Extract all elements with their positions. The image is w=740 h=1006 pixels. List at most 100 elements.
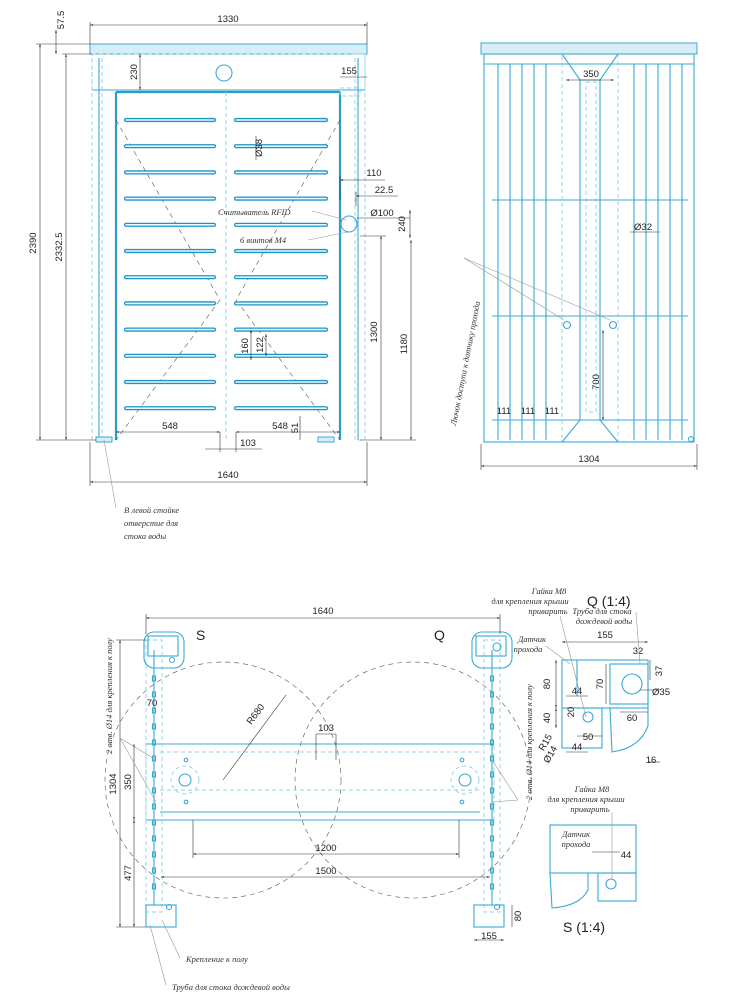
side-dimensions: 350 Ø32 700 111 111 111 1304 (480, 69, 698, 470)
q-drain-hole (621, 673, 643, 695)
dim-r680: R680 (245, 702, 267, 727)
plan-left-post (145, 639, 163, 913)
q-dim-32: 32 (633, 646, 644, 657)
front-view (89, 43, 368, 443)
dim-2332-5: 2332.5 (54, 232, 65, 261)
q-dim-80: 80 (542, 679, 553, 690)
q-dim-44b: 44 (572, 742, 583, 753)
post-slot (151, 739, 157, 746)
dim-700: 700 (591, 374, 602, 390)
post-slot (489, 755, 495, 762)
dim-122: 122 (255, 337, 266, 353)
dim-155-plan: 155 (481, 931, 497, 942)
post-slot (151, 771, 157, 778)
dim-dia38: Ø38 (254, 139, 265, 157)
post-slot (489, 675, 495, 682)
front-notes: Считыватель RFID 6 винтов М4 В левой сто… (103, 207, 349, 541)
dim-80-plan: 80 (513, 911, 524, 922)
dim-160: 160 (240, 338, 251, 354)
dim-51: 51 (290, 423, 301, 434)
post-slot (151, 723, 157, 730)
q-note-pipe-2: дождевой воды (576, 616, 633, 626)
post-slots (151, 675, 495, 890)
post-slot (489, 851, 495, 858)
post-slot (151, 755, 157, 762)
post-slot (489, 867, 495, 874)
q-dim-20: 20 (566, 707, 577, 718)
dim-1304-side: 1304 (578, 454, 599, 465)
q-dim-40: 40 (542, 713, 553, 724)
q-dim-37: 37 (654, 666, 665, 677)
front-roof (89, 43, 368, 55)
note-sensor-hatch: Лючок доступа к датчику прохода (448, 300, 482, 427)
dim-70: 70 (147, 698, 158, 709)
post-slot (489, 835, 495, 842)
post-slot (151, 787, 157, 794)
post-slot (151, 835, 157, 842)
s-note-nut-1: Гайка М8 (574, 784, 610, 794)
center-housing (145, 743, 495, 821)
dim-57-5: 57.5 (56, 11, 67, 30)
plan-right-post (483, 639, 501, 913)
note-rfid: Считыватель RFID (218, 207, 291, 217)
rotor-circle-right (294, 661, 532, 899)
side-roof (480, 42, 698, 55)
q-note-nut-1: Гайка М8 (531, 586, 567, 596)
q-dim-16: 16 (646, 755, 657, 766)
q-note-sensor-2: прохода (514, 644, 543, 654)
post-slot (151, 691, 157, 698)
q-note-nut-3: приварить (528, 606, 567, 616)
dim-103-plan: 103 (318, 723, 334, 734)
dim-155: 155 (341, 66, 357, 77)
detail-s: 44 Гайка М8 для крепления крыши приварит… (547, 784, 637, 935)
post-slot (489, 739, 495, 746)
dim-111-b: 111 (521, 406, 535, 417)
plan-notes: S Q 2 отв. Ø14 для крепления к полу 2 от… (104, 627, 534, 992)
plan-dimensions: 1640 70 R680 103 1304 350 477 1200 1500 … (108, 606, 524, 942)
post-slot (489, 707, 495, 714)
plan-view (104, 631, 532, 928)
q-dim-d35: Ø35 (652, 687, 670, 698)
dim-350-plan: 350 (123, 774, 134, 790)
dim-103: 103 (240, 438, 256, 449)
post-slot (151, 883, 157, 890)
dim-548-right: 548 (272, 421, 288, 432)
label-s: S (196, 627, 205, 643)
roof-hole (215, 64, 233, 82)
q-dim-155: 155 (597, 630, 613, 641)
dim-1640-front: 1640 (217, 470, 238, 481)
note-anchor-left: 2 отв. Ø14 для крепления к полу (104, 638, 114, 754)
q-dim-44: 44 (572, 686, 583, 697)
post-slot (489, 771, 495, 778)
dim-111-c: 111 (545, 406, 559, 417)
post-slot (489, 787, 495, 794)
dim-1330: 1330 (217, 14, 238, 25)
dim-230: 230 (129, 64, 140, 80)
dim-2390: 2390 (28, 232, 39, 253)
post-slot (151, 851, 157, 858)
post-slot (151, 819, 157, 826)
note-water-1: В левой стойке (124, 505, 179, 515)
post-slot (151, 675, 157, 682)
s-note-nut-2: для крепления крыши (547, 794, 624, 804)
post-slot (151, 803, 157, 810)
side-rods (497, 64, 683, 440)
post-slot (489, 723, 495, 730)
rotor-circle-left (104, 661, 342, 899)
dim-110: 110 (366, 168, 381, 179)
s-note-nut-3: приварить (570, 804, 609, 814)
dim-1500: 1500 (315, 866, 336, 877)
dim-548-left: 548 (162, 421, 178, 432)
dim-dia100: Ø100 (370, 208, 393, 219)
post-slot (489, 691, 495, 698)
dim-22-5: 22.5 (375, 185, 394, 196)
post-slot (151, 867, 157, 874)
dim-111-a: 111 (497, 406, 511, 417)
front-right-post (354, 53, 366, 441)
post-slot (489, 803, 495, 810)
q-dim-50: 50 (583, 732, 594, 743)
dim-350-side: 350 (583, 69, 599, 80)
front-left-post (91, 53, 103, 441)
note-screws: 6 винтов М4 (240, 235, 287, 245)
